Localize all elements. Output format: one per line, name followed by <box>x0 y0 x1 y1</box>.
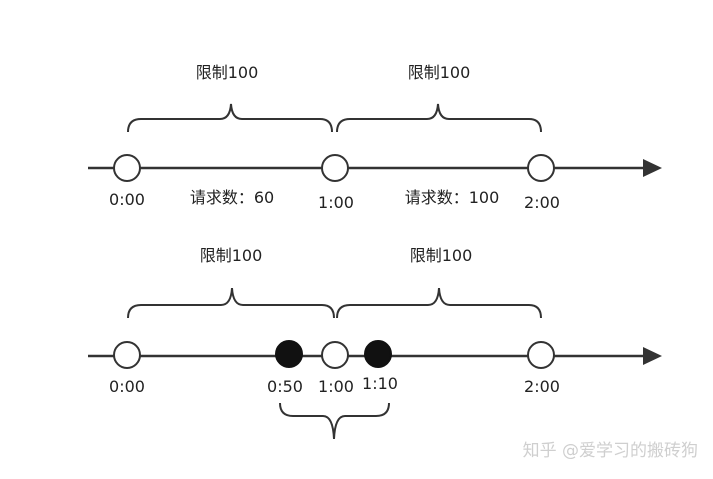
bottom-tick-label: 1:10 <box>362 374 398 393</box>
bottom-brace-right <box>336 287 542 319</box>
top-tick-label: 1:00 <box>318 193 354 212</box>
top-brace-right-label: 限制100 <box>408 63 471 82</box>
bottom-node-0200 <box>527 341 555 369</box>
bottom-axis-arrow <box>643 347 662 365</box>
top-brace-right <box>336 103 542 133</box>
bottom-tick-label: 0:00 <box>109 377 145 396</box>
top-node-0200 <box>527 154 555 182</box>
top-tick-label: 2:00 <box>524 193 560 212</box>
bottom-tick-label: 1:00 <box>318 377 354 396</box>
bottom-node-0050 <box>275 340 303 368</box>
top-request-count-right: 请求数：100 <box>405 188 500 207</box>
bottom-brace-window <box>279 402 390 440</box>
bottom-brace-right-label: 限制100 <box>410 246 473 265</box>
bottom-node-0110 <box>364 340 392 368</box>
top-brace-left <box>127 103 333 133</box>
bottom-tick-label: 0:50 <box>267 377 303 396</box>
top-brace-left-label: 限制100 <box>196 63 259 82</box>
bottom-tick-label: 2:00 <box>524 377 560 396</box>
bottom-timeline: 限制100 限制100 0:00 0:50 1:00 1:10 2:00 <box>88 246 662 440</box>
top-node-0000 <box>113 154 141 182</box>
bottom-node-0100 <box>321 341 349 369</box>
top-request-count-left: 请求数：60 <box>190 188 274 207</box>
top-node-0100 <box>321 154 349 182</box>
bottom-brace-left-label: 限制100 <box>200 246 263 265</box>
bottom-brace-left <box>127 287 335 319</box>
bottom-node-0000 <box>113 341 141 369</box>
top-axis-arrow <box>643 159 662 177</box>
watermark: 知乎 @爱学习的搬砖狗 <box>523 441 698 461</box>
top-timeline: 限制100 限制100 0:00 1:00 2:00 请求数：60 请求数：10… <box>88 63 662 212</box>
top-tick-label: 0:00 <box>109 190 145 209</box>
